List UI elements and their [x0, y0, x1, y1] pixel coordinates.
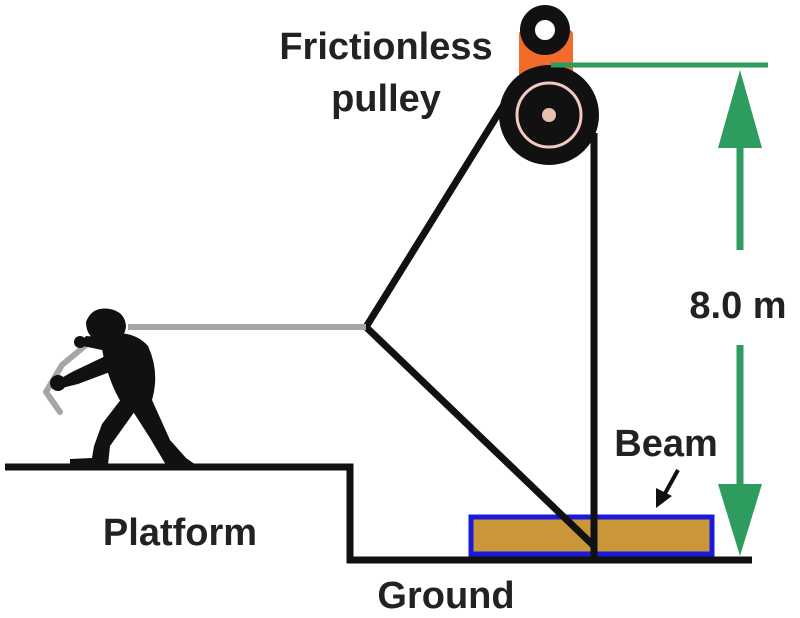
ground-label: Ground [377, 575, 514, 617]
platform-label: Platform [103, 512, 257, 554]
rope-lower-diagonal [363, 324, 597, 549]
pulley-label-line2: pulley [331, 78, 441, 120]
dimension-arrow-down [718, 484, 762, 556]
beam-label: Beam [614, 423, 718, 465]
rope-upper-diagonal [363, 101, 508, 329]
pulley-wheel-icon [499, 65, 599, 165]
pulley-label-line1: Frictionless [279, 26, 492, 68]
beam-pointer-line [661, 469, 680, 498]
platform-ground-outline [5, 463, 752, 564]
pulley-top-wheel-hole [533, 18, 557, 42]
height-label: 8.0 m [689, 285, 786, 327]
beam-pointer-head [656, 488, 672, 508]
dimension-arrow-up [718, 70, 762, 148]
person-silhouette-icon [50, 308, 196, 466]
